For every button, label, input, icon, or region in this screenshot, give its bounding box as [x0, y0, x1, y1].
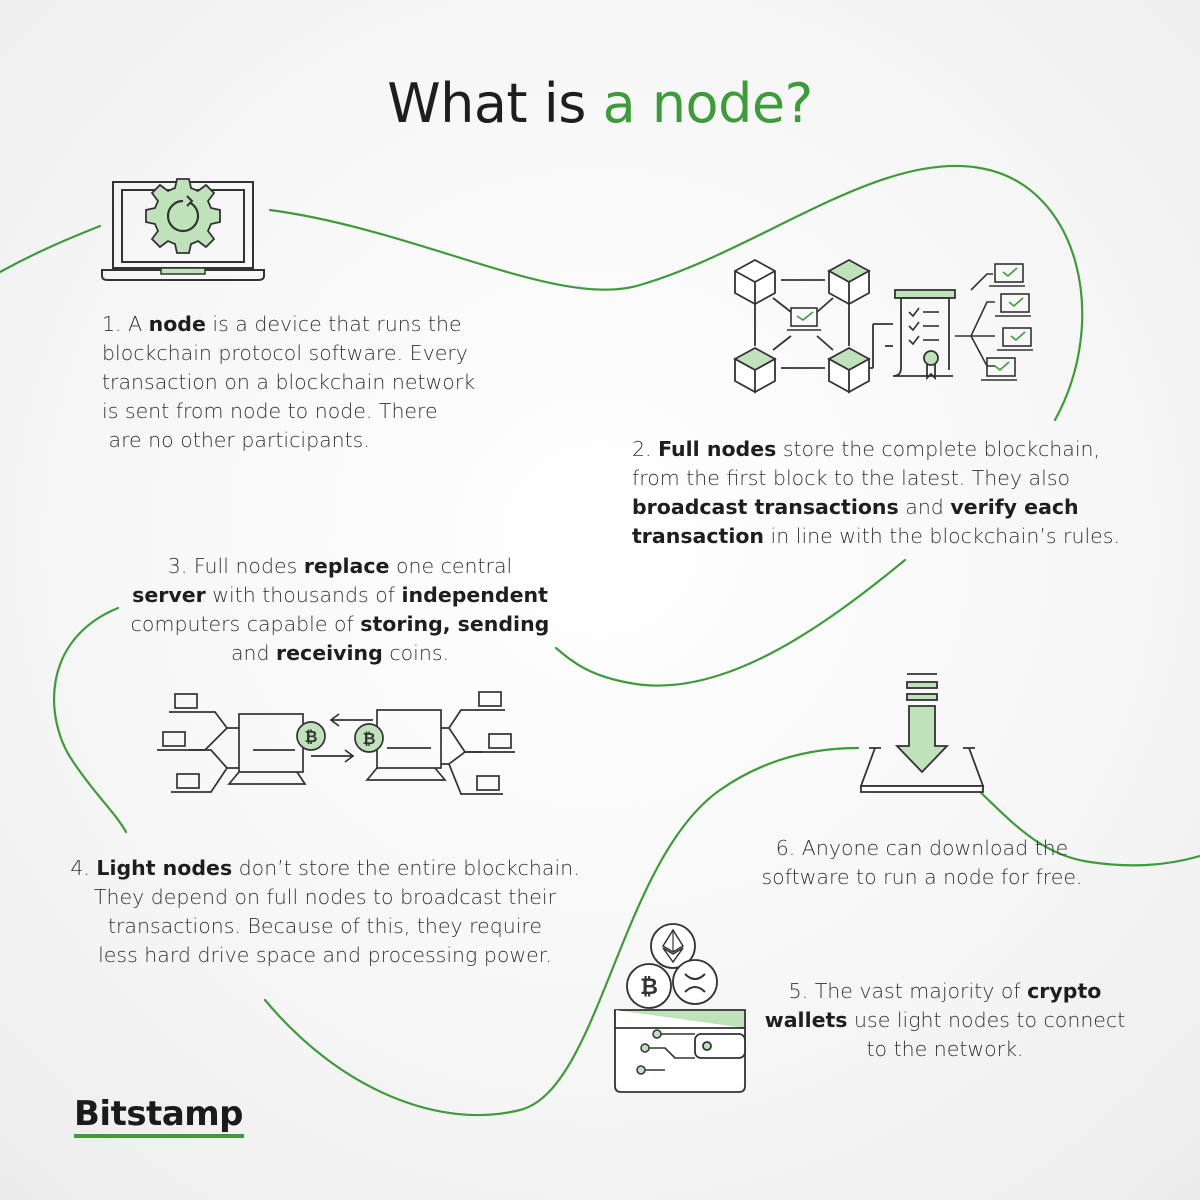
- text-line: computers capable of storing, sending: [130, 612, 550, 636]
- emphasis: Light nodes: [96, 856, 233, 880]
- text-line: broadcast transactions and verify each: [632, 495, 1079, 519]
- text-line: are no other participants.: [102, 428, 370, 452]
- logo-underline: [74, 1134, 244, 1138]
- step-5-text: 5. The vast majority of crypto wallets us…: [740, 977, 1150, 1064]
- emphasis: server: [132, 583, 206, 607]
- emphasis: wallets: [764, 1008, 848, 1032]
- text-line: They depend on full nodes to broadcast t…: [93, 885, 557, 909]
- bitcoin-glyph-right: ₿: [362, 729, 375, 748]
- emphasis: transaction: [632, 524, 765, 548]
- emphasis: node: [148, 312, 206, 336]
- emphasis: Full nodes: [658, 437, 777, 461]
- text-line: blockchain protocol software. Every: [102, 341, 468, 365]
- emphasis: crypto: [1027, 979, 1102, 1003]
- text-line: 4. Light nodes don’t store the entire bl…: [70, 856, 580, 880]
- bitcoin-glyph-left: ₿: [304, 727, 317, 746]
- text-line: from the first block to the latest. They…: [632, 466, 1071, 490]
- emphasis: independent: [401, 583, 548, 607]
- bitcoin-coin-glyph: ₿: [640, 975, 658, 1000]
- emphasis: verify each: [950, 495, 1079, 519]
- peer-to-peer-transfer-icon: ₿ ₿: [157, 691, 515, 795]
- text-line: and receiving coins.: [230, 641, 450, 665]
- blockchain-network-icon: [733, 258, 1033, 394]
- step-2-text: 2. Full nodes store the complete blockch…: [632, 435, 1152, 551]
- text-line: 3. Full nodes replace one central: [167, 554, 513, 578]
- crypto-wallet-icon: ₿: [614, 923, 746, 1093]
- text-line: transaction on a blockchain network: [102, 370, 476, 394]
- text-line: software to run a node for free.: [761, 865, 1083, 889]
- bitstamp-logo: Bitstamp: [74, 1094, 244, 1134]
- text-line: 6. Anyone can download the: [775, 836, 1069, 860]
- text-line: server with thousands of independent: [132, 583, 548, 607]
- text-line: 1. A node is a device that runs the: [102, 312, 462, 336]
- laptop-gear-icon: [101, 178, 265, 281]
- text-line: 5. The vast majority of crypto: [788, 979, 1102, 1003]
- emphasis: receiving: [276, 641, 383, 665]
- text-line: to the network.: [866, 1037, 1024, 1061]
- text-line: is sent from node to node. There: [102, 399, 438, 423]
- text-line: less hard drive space and processing pow…: [98, 943, 552, 967]
- step-6-text: 6. Anyone can download the software to ru…: [742, 834, 1102, 892]
- step-3-text: 3. Full nodes replace one central server …: [110, 552, 570, 668]
- text-line: 2. Full nodes store the complete blockch…: [632, 437, 1101, 461]
- emphasis: broadcast transactions: [632, 495, 899, 519]
- title-accent: a node?: [602, 72, 814, 135]
- emphasis: replace: [303, 554, 390, 578]
- title-prefix: What is: [387, 72, 603, 135]
- step-4-text: 4. Light nodes don’t store the entire bl…: [60, 854, 590, 970]
- step-1-text: 1. A node is a device that runs the block…: [102, 310, 522, 455]
- text-line: transactions. Because of this, they requ…: [107, 914, 543, 938]
- download-icon: [859, 673, 985, 793]
- emphasis: storing, sending: [360, 612, 550, 636]
- page-title: What is a node?: [0, 72, 1200, 135]
- text-line: wallets use light nodes to connect: [764, 1008, 1126, 1032]
- text-line: transaction in line with the blockchain’…: [632, 524, 1120, 548]
